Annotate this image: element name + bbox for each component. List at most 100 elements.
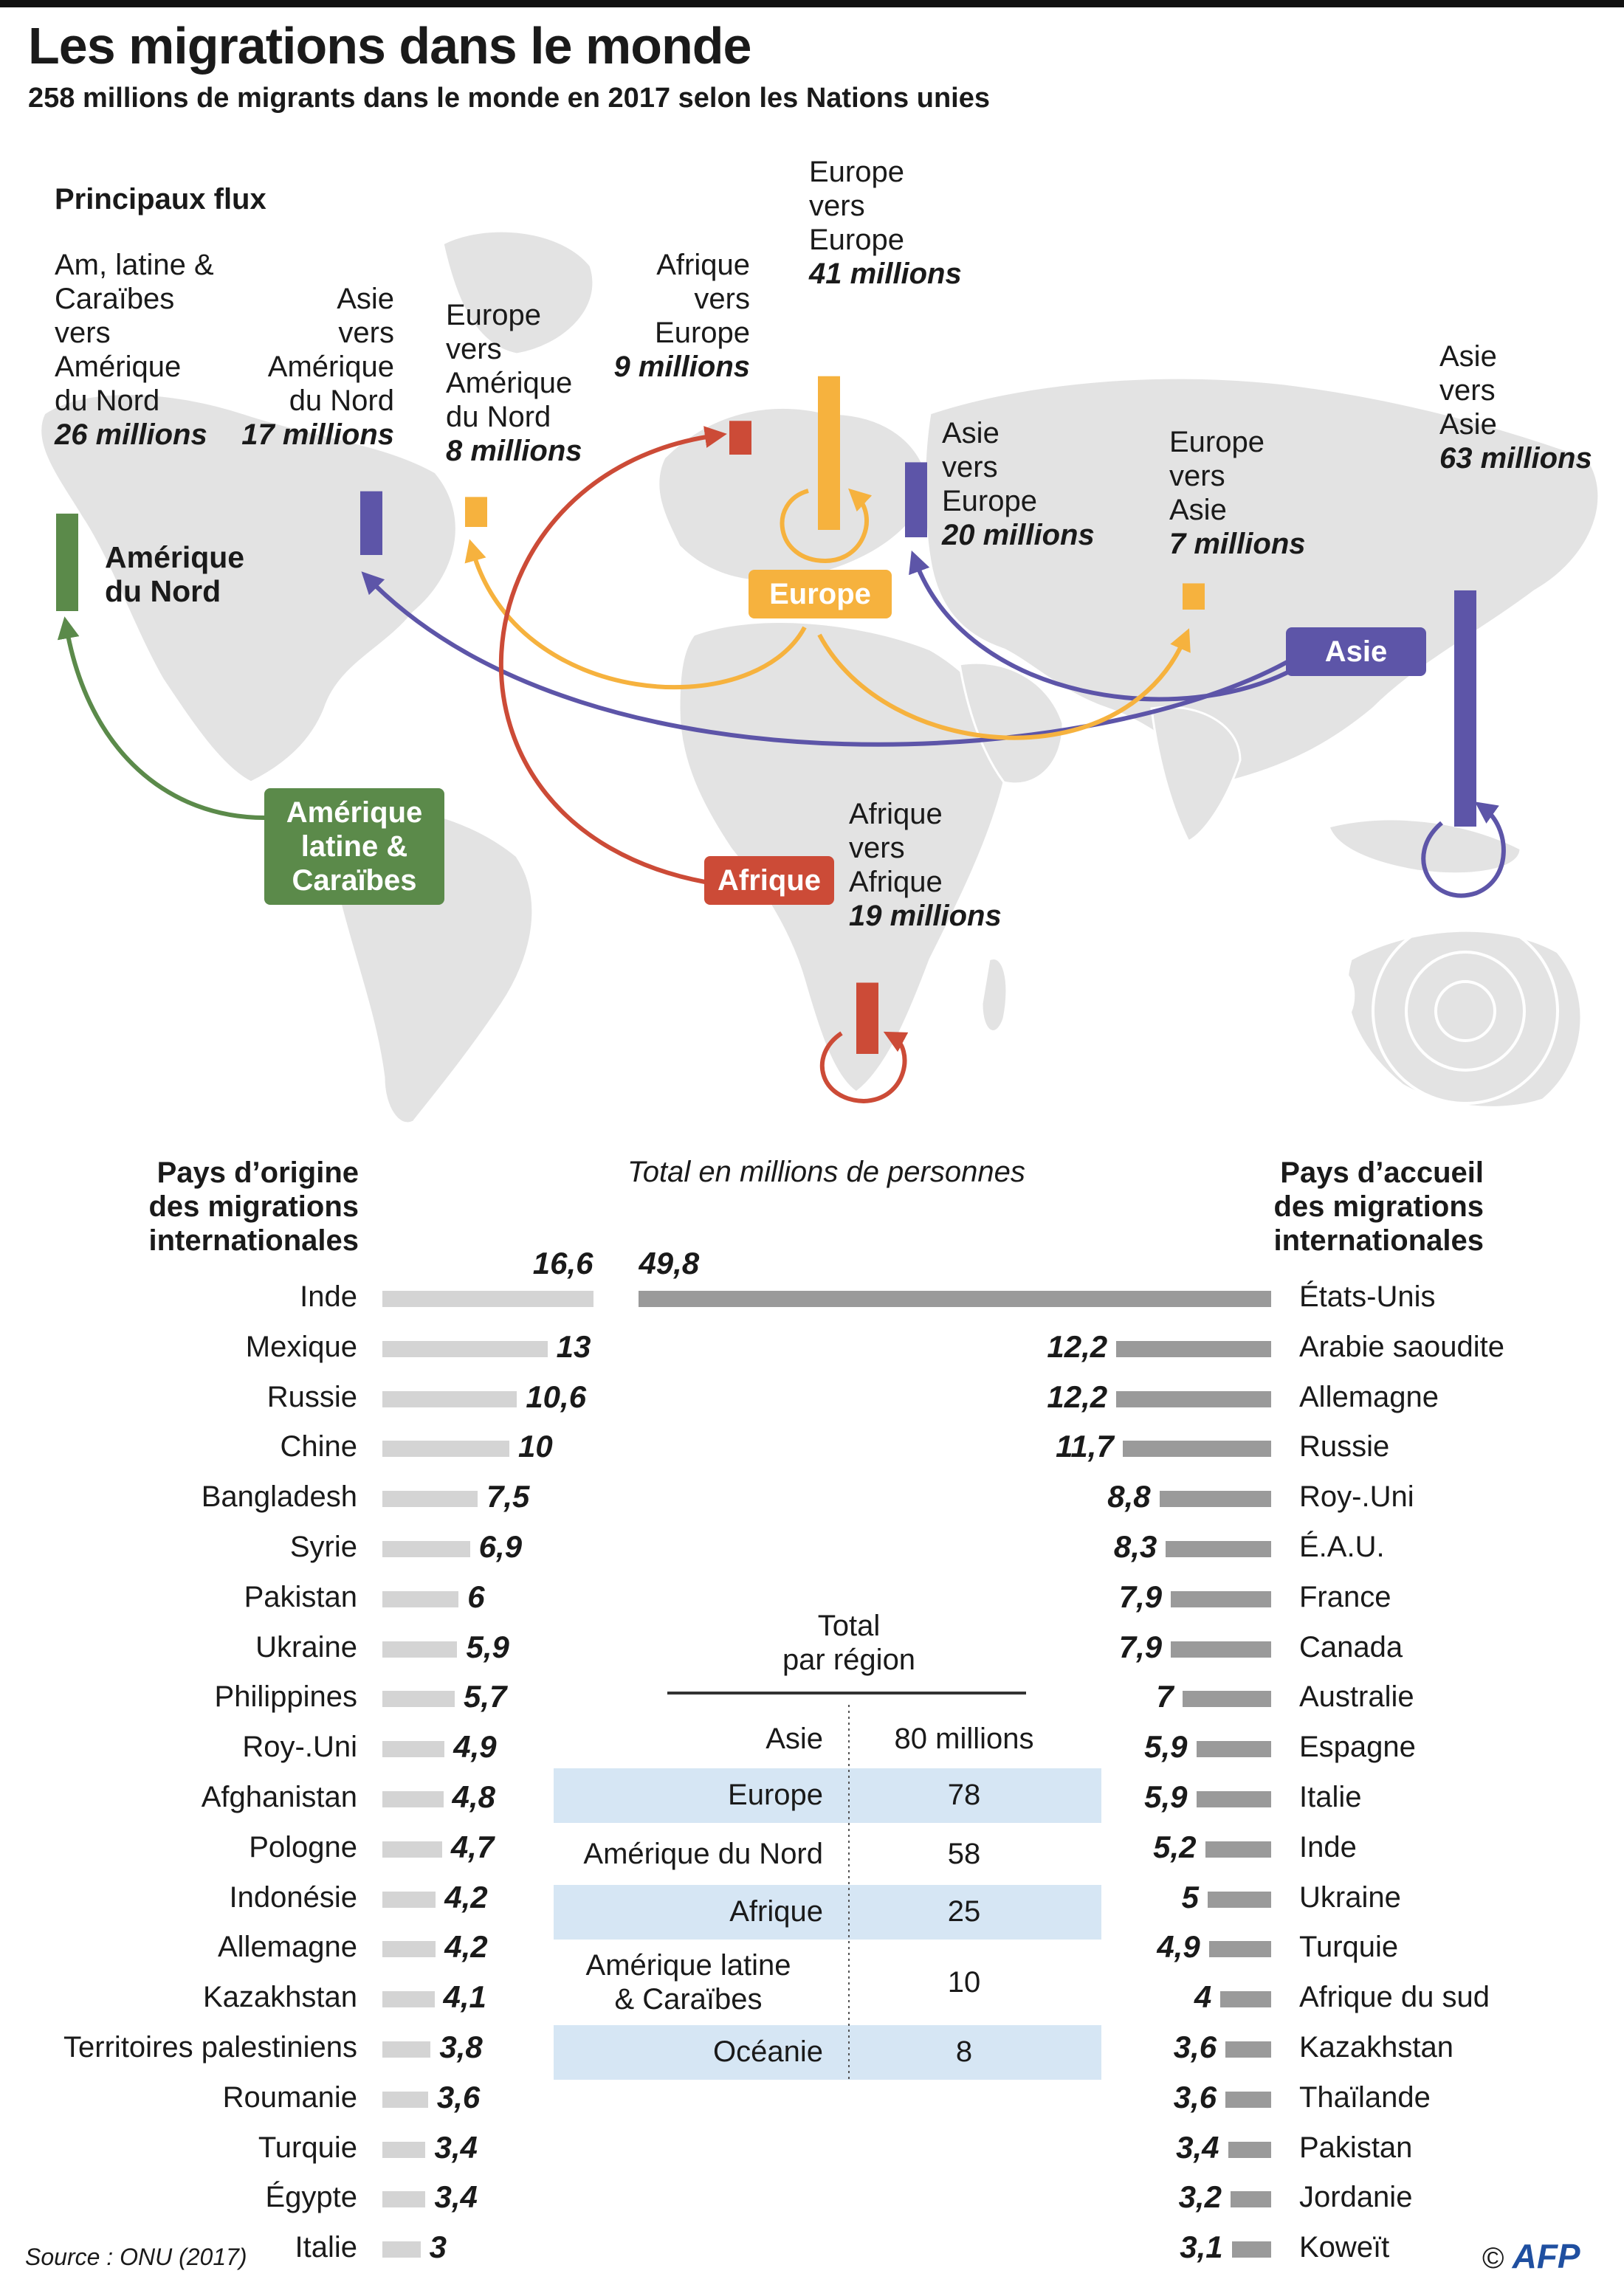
origin-bar: [382, 2091, 428, 2108]
australia-shape: [1346, 929, 1583, 1109]
arrow-asia-to-eu: [909, 550, 1298, 702]
origin-bar: [382, 1291, 593, 1307]
origin-value-label: 6,9: [478, 1529, 523, 1564]
table-region-cell: Amérique latine& Caraïbes: [554, 1948, 823, 2016]
title-line: Pays d’origine: [156, 1156, 359, 1189]
flow-bar-af-af: [856, 982, 878, 1054]
origin-value-label: 6: [467, 1579, 485, 1614]
host-country-label: É.A.U.: [1299, 1531, 1385, 1563]
flow-line: Asie: [1439, 340, 1497, 373]
india-shape: [1150, 706, 1242, 844]
host-bar: [1182, 1691, 1271, 1708]
arabia-shape: [958, 661, 1064, 785]
flow-line: Europe: [809, 224, 904, 256]
host-bar: [1225, 2041, 1271, 2058]
flow-text-asia-na: Asie vers Amérique du Nord 17 millions: [236, 282, 394, 452]
table-region-cell: Asie: [554, 1722, 823, 1756]
origin-value-label: 3,4: [434, 2179, 478, 2215]
origin-country-label: Ukraine: [255, 1630, 357, 1664]
flow-text-af-af: Afrique vers Afrique 19 millions: [849, 797, 1002, 933]
origin-value-label: 3,6: [436, 2079, 481, 2114]
table-region-line: Asie: [765, 1723, 823, 1755]
host-value-label: 7: [1156, 1679, 1174, 1714]
watermark-globe: [1372, 917, 1559, 1105]
flow-line: vers: [942, 451, 998, 483]
host-bar: [1228, 2141, 1271, 2158]
origin-country-label: Chine: [280, 1430, 357, 1464]
arrow-eu-to-asia: [817, 628, 1191, 740]
flow-line: Asie: [942, 417, 999, 449]
host-bar: [1116, 1340, 1271, 1357]
region-tag-afrique: Afrique: [704, 856, 834, 905]
origin-value-label: 7,5: [486, 1479, 530, 1514]
table-region-cell: Océanie: [554, 2035, 823, 2069]
origin-chart-title: Pays d’origine des migrations internatio…: [74, 1156, 359, 1258]
host-chart-title: Pays d’accueil des migrations internatio…: [1196, 1156, 1484, 1258]
host-value-label: 12,2: [1047, 1379, 1108, 1414]
host-value-label: 3,1: [1180, 2230, 1223, 2265]
host-country-label: Russie: [1299, 1430, 1390, 1464]
flow-bar-eu-eu: [818, 376, 840, 530]
host-value-label: 5,2: [1153, 1829, 1197, 1864]
origin-value-label: 10: [518, 1429, 553, 1464]
title-line: Total: [817, 1610, 881, 1642]
origin-value-label: 10,6: [526, 1379, 587, 1414]
flow-text-eu-na: Europe vers Amérique du Nord 8 millions: [446, 298, 582, 468]
origin-bar: [382, 1340, 548, 1357]
flow-line: Asie: [337, 283, 394, 315]
origin-country-label: Pakistan: [244, 1580, 357, 1613]
flow-line: Amérique: [55, 351, 182, 383]
flow-value: 19 millions: [849, 900, 1002, 932]
flow-line: vers: [338, 317, 394, 349]
flow-lines: Asie vers Amérique du Nord: [236, 282, 394, 418]
flow-line: Caraïbes: [55, 283, 175, 315]
origin-bar: [382, 1590, 459, 1607]
table-value-cell: 8: [955, 2035, 973, 2068]
greenland-shape: [441, 230, 595, 356]
table-value-cell: 80 millions: [894, 1723, 1034, 1755]
origin-value-label: 5,7: [464, 1679, 507, 1714]
origin-country-label: Roy-.Uni: [242, 1731, 357, 1764]
arrow-latam-to-na: [57, 616, 265, 820]
flow-line: du Nord: [289, 385, 394, 417]
host-bar: [1122, 1441, 1271, 1458]
origin-bar: [382, 1941, 436, 1958]
origin-value-label: 3,4: [434, 2129, 478, 2165]
host-value-label: 49,8: [639, 1246, 700, 1280]
region-label-north-america: Amérique du Nord: [105, 540, 244, 608]
origin-value-label: 3,8: [439, 2030, 483, 2064]
origin-country-label: Pologne: [249, 1830, 357, 1864]
host-bar: [1208, 1891, 1271, 1908]
flow-line: Amérique: [267, 351, 394, 383]
host-country-label: Jordanie: [1299, 2181, 1413, 2214]
arrow-asia-to-na: [361, 571, 1298, 747]
host-bar: [639, 1291, 1271, 1307]
origin-country-label: Kazakhstan: [202, 1981, 357, 2014]
origin-country-label: Philippines: [214, 1680, 357, 1714]
host-bar: [1231, 2241, 1271, 2258]
flow-bar-af-eu: [729, 421, 751, 455]
origin-bar: [382, 1841, 442, 1858]
title-line: internationales: [1273, 1224, 1484, 1257]
table-value-cell: 10: [947, 1966, 981, 1999]
host-value-label: 3,6: [1173, 2030, 1217, 2064]
host-bar: [1159, 1491, 1271, 1508]
flow-value: 26 millions: [55, 418, 207, 451]
copyright-symbol: ©: [1482, 2242, 1504, 2275]
table-region-cell: Afrique: [554, 1895, 823, 1928]
source-note: Source : ONU (2017): [25, 2244, 247, 2270]
host-bar: [1225, 2091, 1271, 2108]
table-region-cell: Amérique du Nord: [554, 1837, 823, 1871]
host-value-label: 3,4: [1176, 2129, 1219, 2165]
flow-value: 9 millions: [613, 351, 751, 383]
flow-value: 20 millions: [942, 519, 1095, 551]
origin-value-label: 4,7: [450, 1829, 495, 1864]
flow-line: vers: [446, 333, 502, 365]
host-value-label: 5,9: [1144, 1729, 1188, 1765]
flow-line: Afrique: [849, 798, 943, 830]
flow-lines: Afrique vers Europe: [605, 248, 750, 350]
region-line: Amérique: [286, 796, 423, 829]
origin-bar: [382, 1691, 455, 1708]
region-line: Amérique: [105, 540, 245, 574]
host-bar: [1230, 2191, 1271, 2208]
